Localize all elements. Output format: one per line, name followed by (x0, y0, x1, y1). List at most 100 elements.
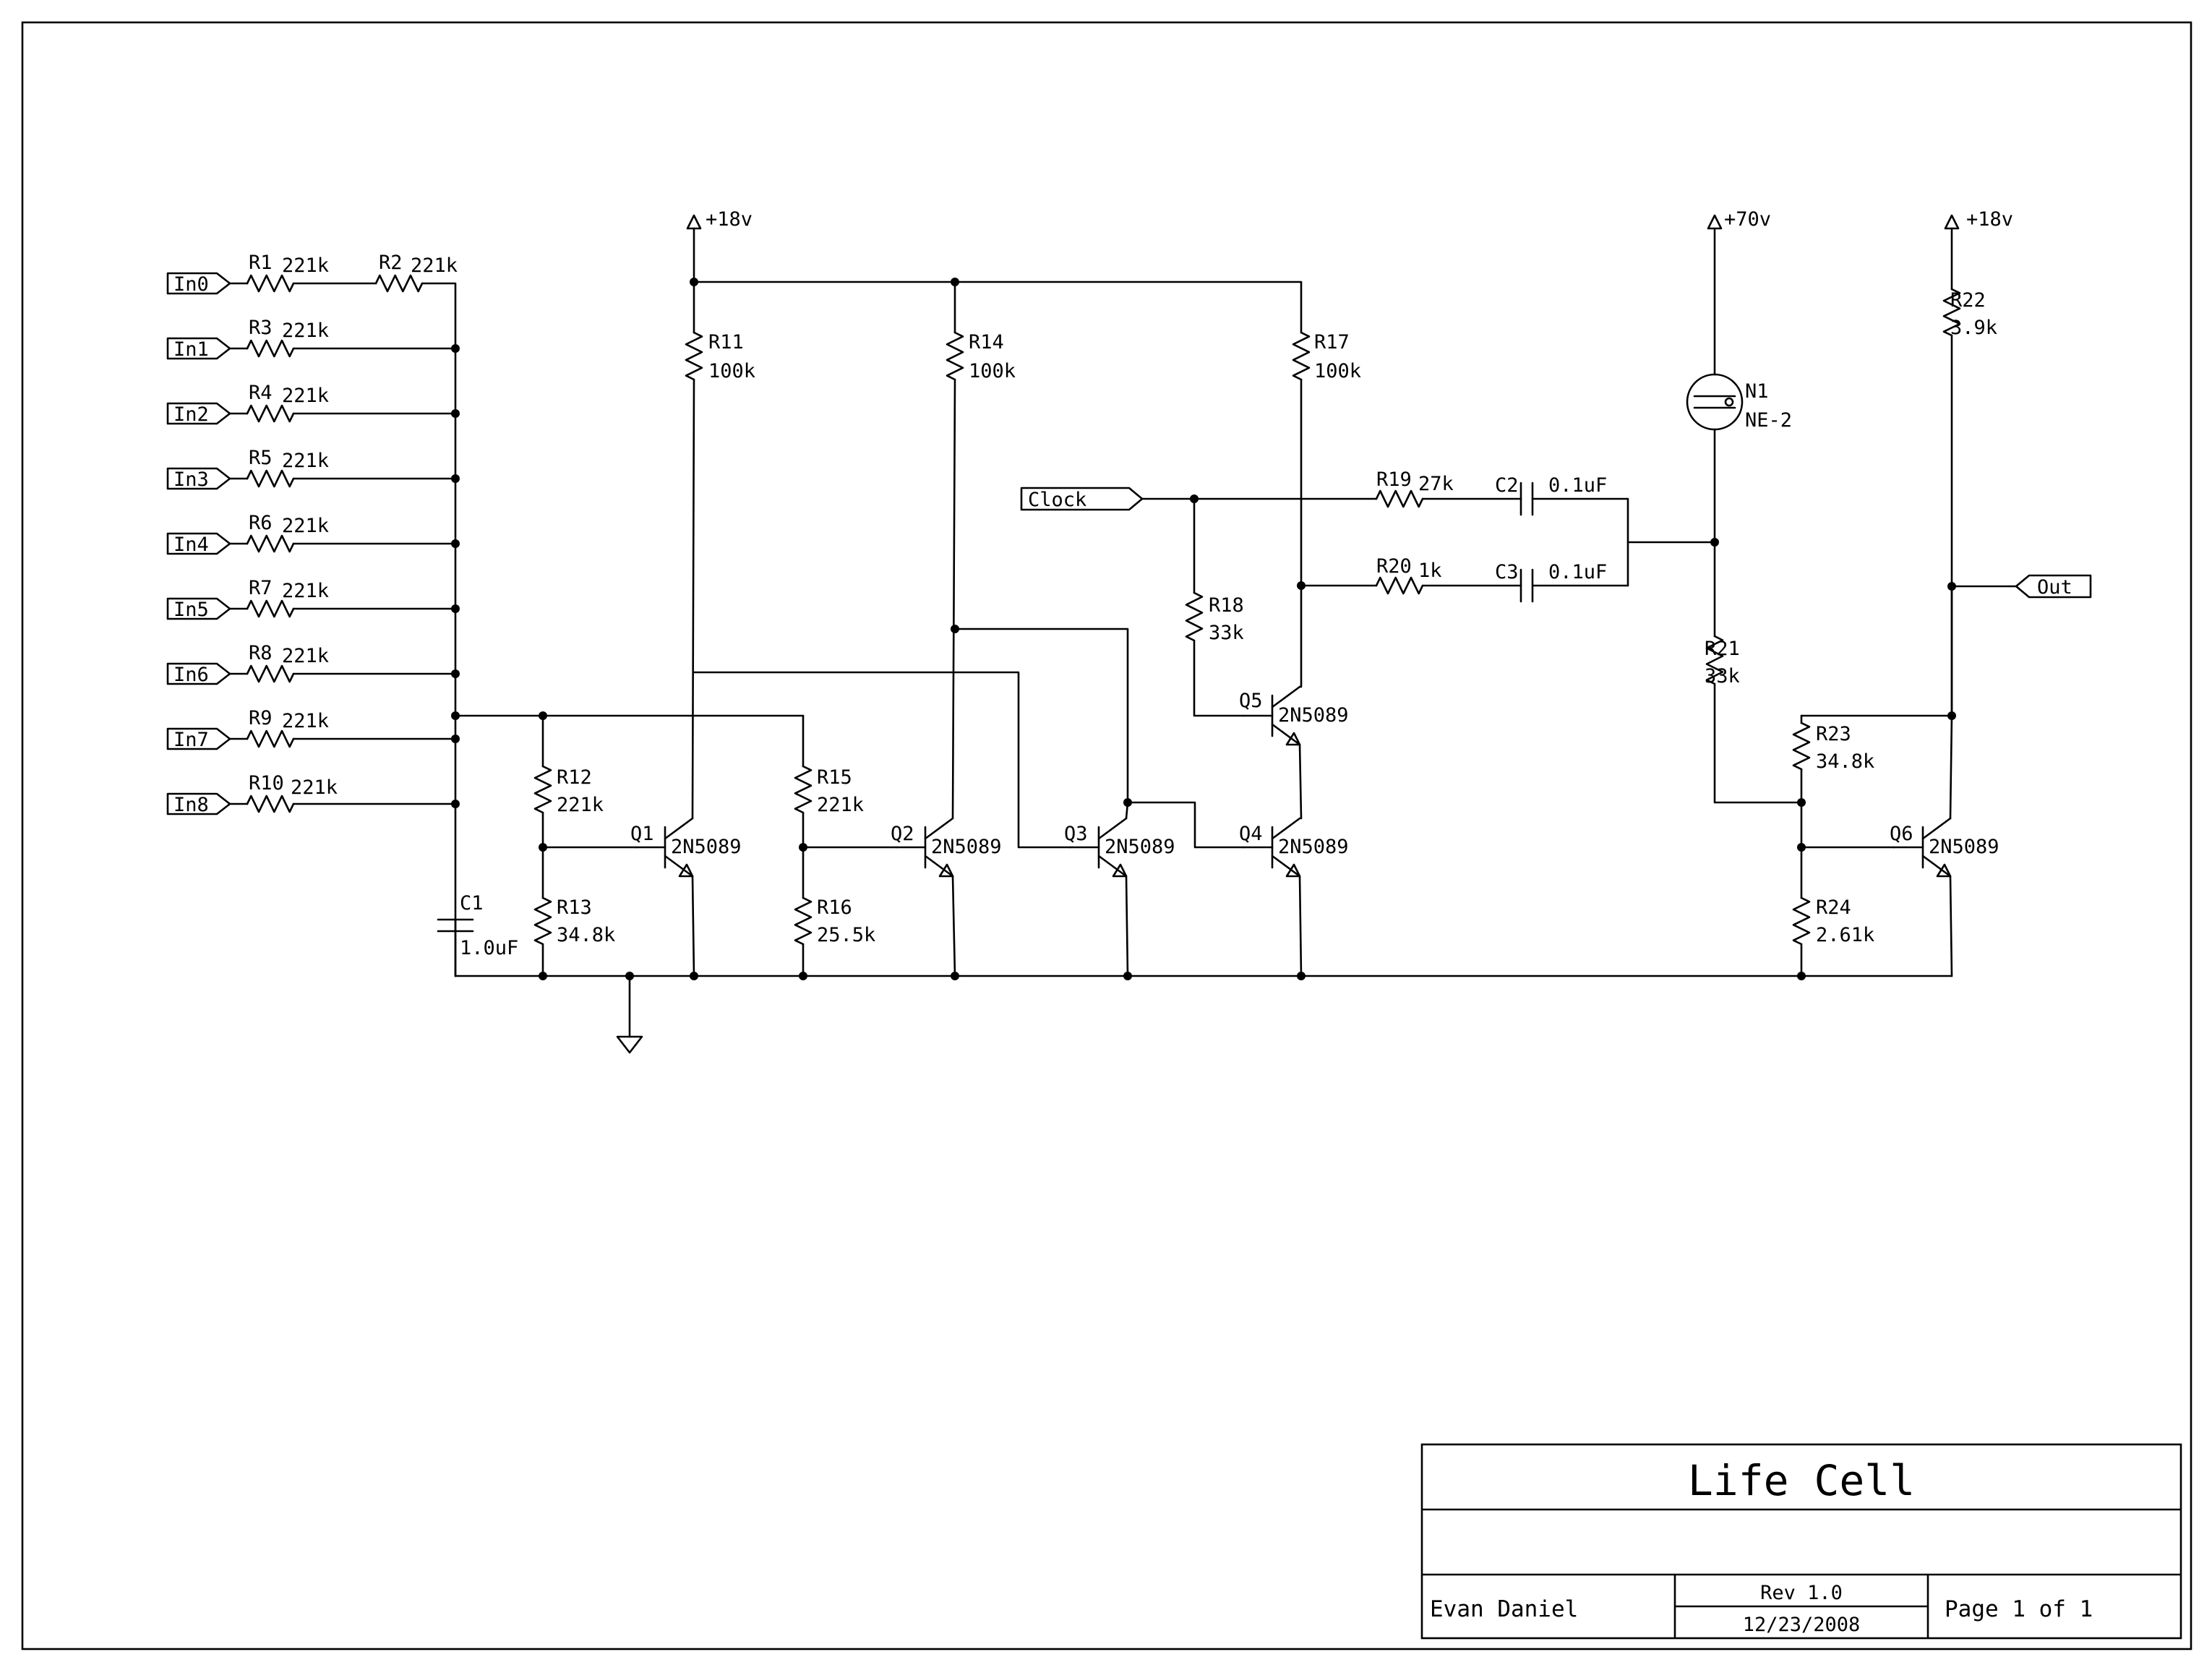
ref-r23: R23 (1816, 723, 1851, 745)
ref-n1: N1 (1745, 380, 1769, 403)
junction-dot (451, 800, 460, 808)
junction-dot (451, 669, 460, 678)
resistor-r11 (685, 331, 703, 381)
ref-r22: R22 (1950, 289, 1986, 312)
junction-dot (539, 843, 547, 852)
port-in8[interactable]: In8 (166, 792, 231, 816)
port-in6[interactable]: In6 (166, 662, 231, 686)
port-in7[interactable]: In7 (166, 727, 231, 751)
value-r12: 221k (557, 794, 604, 816)
ref-r17: R17 (1314, 331, 1350, 354)
port-out[interactable]: Out (2015, 574, 2092, 599)
neon-lamp-n1 (1686, 373, 1744, 431)
value-r8: 221k (282, 645, 329, 667)
transistor-q1-arrow (678, 863, 694, 878)
wire (1298, 743, 1303, 820)
junction-dot (539, 711, 547, 720)
transistor-q1-collector (664, 817, 694, 840)
port-in7-label: In7 (173, 729, 209, 751)
resistor-input-2 (246, 404, 295, 423)
value-r18: 33k (1209, 622, 1244, 644)
port-in6-label: In6 (173, 664, 209, 686)
ref-c1: C1 (460, 892, 484, 915)
resistor-input-4 (246, 534, 295, 553)
port-in0[interactable]: In0 (166, 272, 231, 296)
port-clock[interactable]: Clock (1020, 487, 1144, 511)
ref-r5: R5 (249, 447, 273, 469)
power-arrow-70v (1707, 214, 1723, 230)
transistor-q1-emitter (664, 855, 694, 878)
resistor-r18 (1185, 591, 1204, 642)
port-in8-label: In8 (173, 794, 209, 816)
value-q3: 2N5089 (1105, 836, 1175, 858)
power-label-18v-right: +18v (1966, 208, 2013, 231)
junction-dot (1797, 843, 1806, 852)
wire (691, 875, 695, 977)
junction-dot (625, 972, 634, 980)
junction-dot (951, 972, 959, 980)
symbols (246, 214, 1961, 1054)
ref-r16: R16 (817, 896, 852, 919)
value-r21: 33k (1705, 665, 1740, 688)
value-r9: 221k (282, 710, 329, 732)
ref-c3: C3 (1495, 561, 1519, 583)
port-in1[interactable]: In1 (166, 337, 231, 361)
wire (1949, 875, 1953, 977)
resistor-r19 (1375, 489, 1424, 508)
value-q2: 2N5089 (931, 836, 1002, 858)
junction-dot (1297, 972, 1306, 980)
power-label-18v-left: +18v (706, 208, 753, 231)
resistor-r14 (946, 331, 964, 381)
port-in5[interactable]: In5 (166, 597, 231, 621)
port-in2[interactable]: In2 (166, 402, 231, 426)
ref-c2: C2 (1495, 474, 1519, 497)
junction-dot (539, 972, 547, 980)
transistor-q6 (1892, 817, 1952, 878)
resistor-input-5 (246, 599, 295, 618)
author-name: Evan Daniel (1430, 1596, 1578, 1622)
value-r22: 3.9k (1950, 317, 1997, 339)
page-number: Page 1 of 1 (1945, 1596, 2093, 1622)
junction-dot (451, 409, 460, 418)
junction-dot (451, 735, 460, 743)
junction-dot (1947, 582, 1956, 591)
port-in4[interactable]: In4 (166, 532, 231, 556)
value-r23: 34.8k (1816, 750, 1874, 773)
ref-r9: R9 (249, 707, 273, 729)
wire (951, 378, 956, 820)
ref-r18: R18 (1209, 594, 1244, 617)
wire (421, 282, 457, 977)
ref-r21: R21 (1705, 638, 1740, 660)
transistor-q5-collector (1271, 685, 1301, 708)
port-out-label: Out (2037, 576, 2072, 599)
value-r6: 221k (282, 515, 329, 537)
junction-dot (799, 972, 807, 980)
transistor-q4-arrow (1285, 863, 1301, 878)
value-r17: 100k (1314, 360, 1361, 382)
transistor-q4 (1242, 817, 1301, 878)
transistor-q2-arrow (938, 863, 954, 878)
transistor-q5 (1242, 685, 1301, 746)
value-r15: 221k (817, 794, 864, 816)
junction-dot (1797, 798, 1806, 807)
port-in4-label: In4 (173, 534, 209, 556)
ref-r6: R6 (249, 512, 273, 534)
junction-dot (951, 278, 959, 286)
port-in2-label: In2 (173, 403, 209, 426)
port-in3[interactable]: In3 (166, 467, 231, 491)
junction-dots (451, 278, 1956, 980)
ref-r14: R14 (969, 331, 1004, 354)
power-arrow-18v-right (1944, 214, 1960, 230)
drawing-title: Life Cell (1688, 1456, 1915, 1505)
capacitor-c1 (437, 918, 474, 933)
junction-dot (1297, 581, 1306, 590)
port-in0-label: In0 (173, 273, 209, 296)
value-r3: 221k (282, 320, 329, 342)
value-r4: 221k (282, 385, 329, 407)
value-r16: 25.5k (817, 924, 875, 946)
capacitor-c2 (1519, 481, 1534, 516)
resistor-r21 (1705, 635, 1724, 685)
revision-date: 12/23/2008 (1743, 1614, 1861, 1636)
ref-q6: Q6 (1890, 823, 1913, 845)
resistor-input-3 (246, 469, 295, 488)
